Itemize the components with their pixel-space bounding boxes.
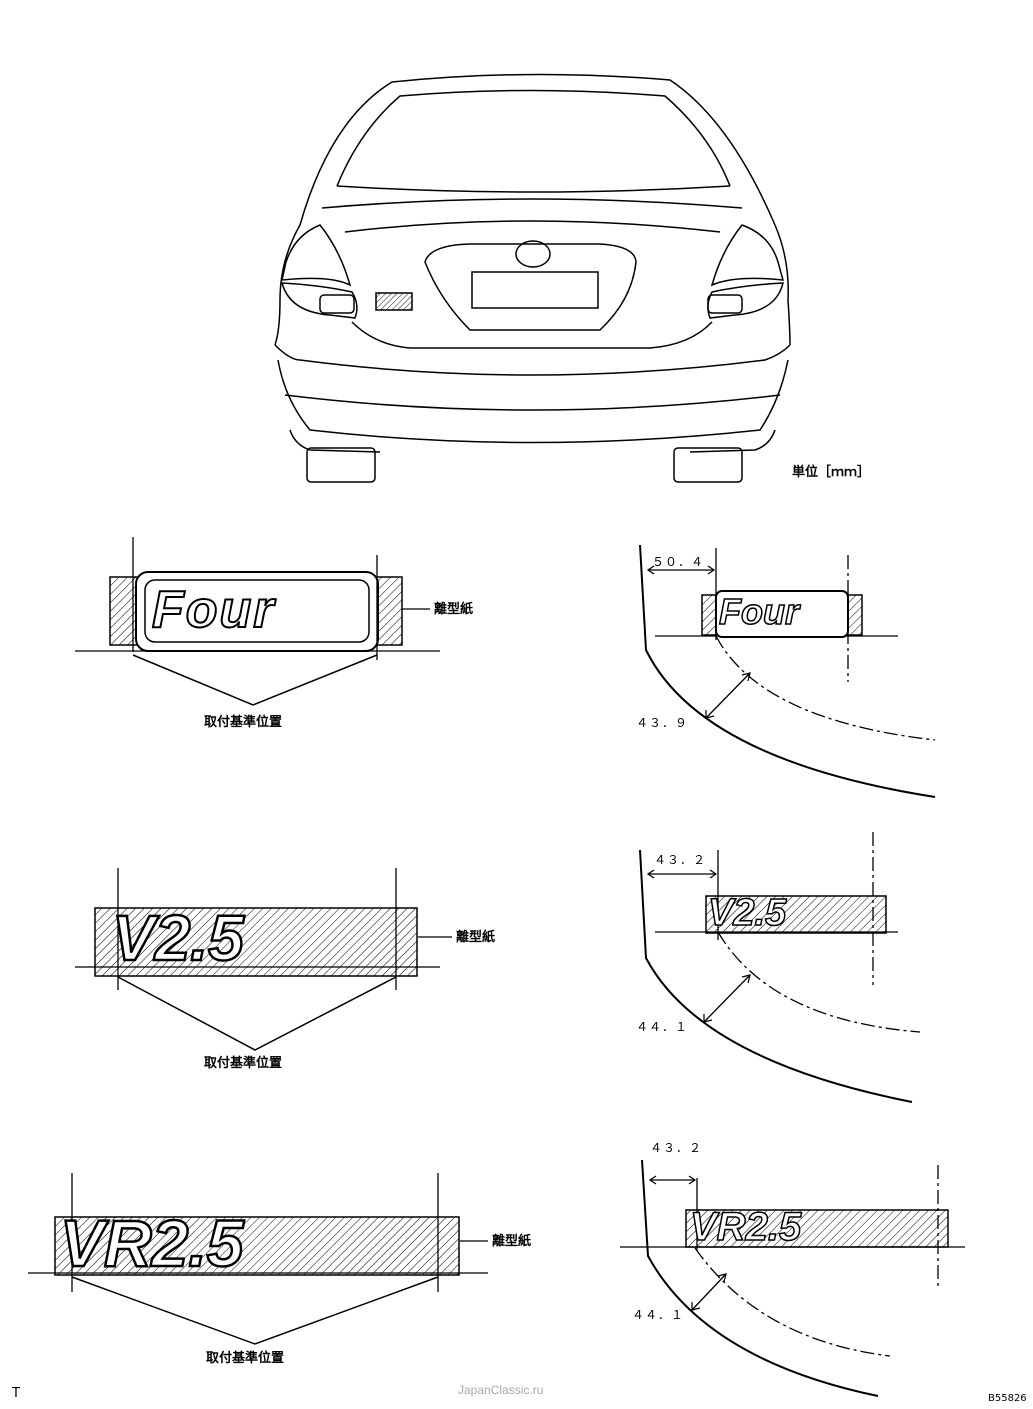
dimension-diagonal-1: ４３．９	[636, 716, 689, 730]
release-paper-label-2: 離型紙	[456, 930, 496, 945]
panel-vr25-side	[620, 1159, 965, 1397]
emblem-v25: V2.5	[111, 901, 245, 976]
dimension-horizontal-2: ４３．２	[654, 853, 707, 867]
unit-label: 単位［ｍｍ］	[792, 465, 871, 480]
reference-position-label-2: 取付基準位置	[204, 1056, 283, 1071]
release-paper-label-1: 離型紙	[434, 602, 474, 617]
reference-position-label-3: 取付基準位置	[206, 1351, 285, 1366]
release-paper-shape	[54, 1216, 460, 1276]
figure-code: B55826	[988, 1393, 1027, 1404]
emblem-v25-side: V2.5	[707, 891, 787, 935]
dimension-horizontal-3: ４３．２	[650, 1141, 703, 1155]
panel-four-side	[639, 544, 936, 798]
emblem-four-side: Four	[718, 591, 799, 633]
footer-left-mark: T	[12, 1386, 20, 1401]
dimension-horizontal-1: ５０．４	[652, 555, 705, 569]
panel-v25-side	[639, 832, 921, 1103]
dimension-diagonal-3: ４４．１	[632, 1308, 685, 1322]
release-paper-shape	[94, 907, 418, 977]
car-rear-view	[274, 73, 791, 483]
panel-four-front	[75, 537, 440, 706]
release-paper-label-3: 離型紙	[492, 1234, 532, 1249]
badge-location-marker	[375, 292, 413, 311]
panel-v25-front	[75, 868, 452, 1051]
reference-position-label-1: 取付基準位置	[204, 715, 283, 730]
emblem-four: Four	[151, 581, 276, 639]
emblem-vr25: VR2.5	[59, 1205, 245, 1282]
dimension-diagonal-2: ４４．１	[636, 1020, 689, 1034]
emblem-vr25-side: VR2.5	[689, 1204, 802, 1250]
panel-vr25-front	[28, 1173, 488, 1345]
watermark: JapanClassic.ru	[458, 1383, 544, 1397]
